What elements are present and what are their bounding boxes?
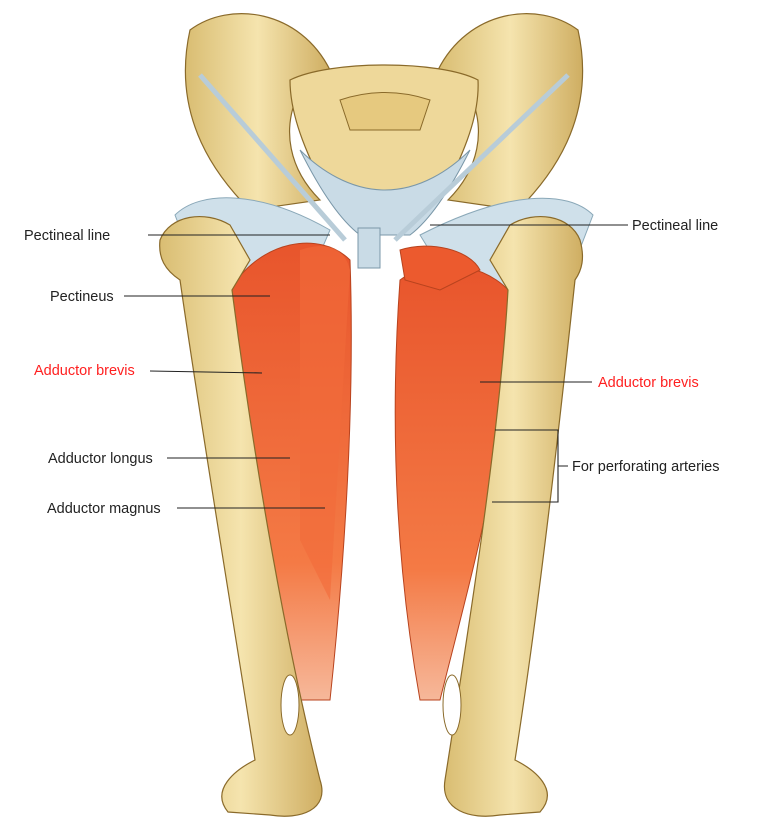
label-adductor-magnus: Adductor magnus (47, 501, 161, 517)
label-pectineal-line-left: Pectineal line (24, 228, 110, 244)
muscles-left (229, 242, 352, 701)
muscles-right (394, 245, 516, 701)
perforating-arteries-bracket (492, 429, 568, 503)
femur-left (159, 216, 323, 817)
pelvis (184, 13, 584, 269)
label-pectineus: Pectineus (50, 289, 114, 305)
label-pectineal-line-right: Pectineal line (632, 218, 718, 234)
label-perforating-arteries: For perforating arteries (572, 459, 719, 475)
inguinal-ligament-left (198, 73, 347, 242)
label-adductor-brevis-left: Adductor brevis (34, 363, 135, 379)
label-adductor-brevis-right: Adductor brevis (598, 375, 699, 391)
leader-adductor-brevis-left (149, 370, 263, 374)
inguinal-ligament-right (393, 73, 570, 242)
femur-right (442, 216, 584, 817)
label-adductor-longus: Adductor longus (48, 451, 153, 467)
